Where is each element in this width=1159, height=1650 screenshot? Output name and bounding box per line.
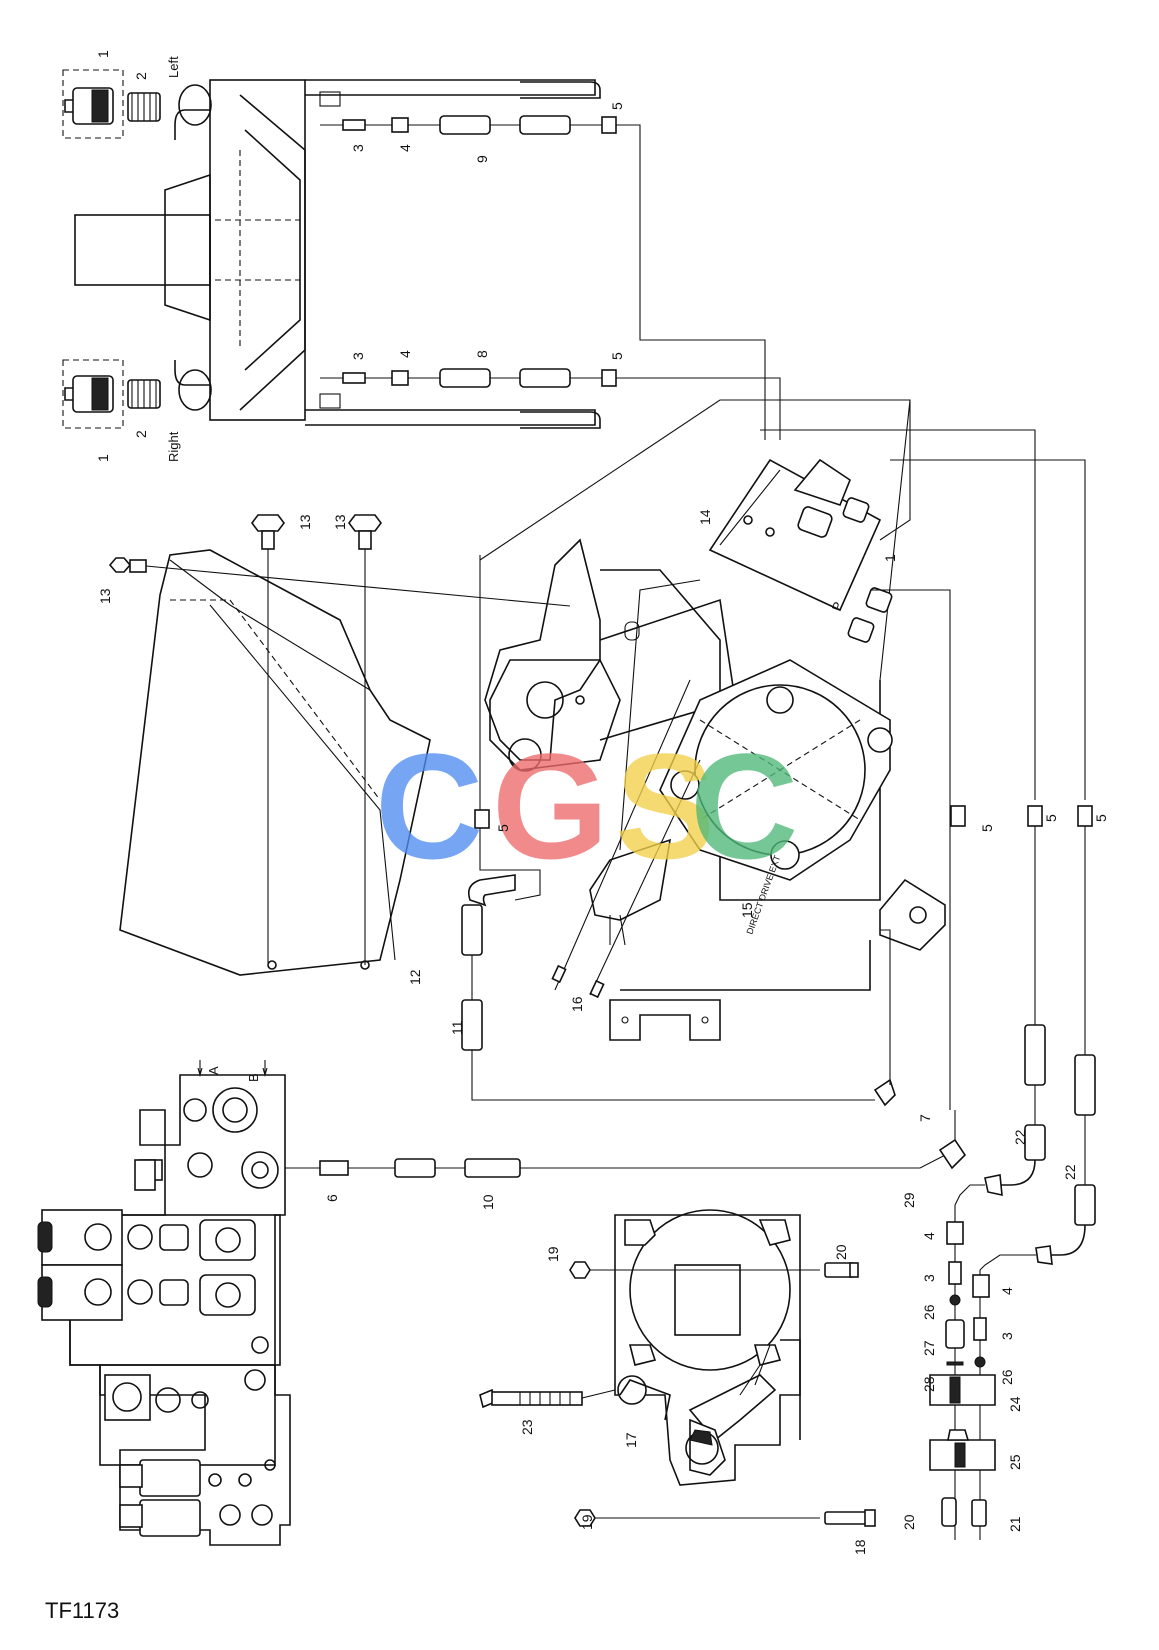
routing-line: [616, 377, 781, 440]
callout: 4: [921, 1232, 937, 1240]
callout: 22: [1062, 1164, 1078, 1180]
callout: 17: [623, 1432, 639, 1448]
valve-block-14: [708, 458, 893, 643]
callout: 1: [882, 554, 898, 562]
fitting-stack: [929, 1205, 996, 1540]
callout: 16: [569, 996, 585, 1012]
callout: 27: [921, 1340, 937, 1356]
callout: 14: [697, 509, 713, 525]
callout: 3: [350, 144, 366, 152]
control-valve-manifold: [37, 1074, 291, 1546]
callout: 29: [901, 1192, 917, 1208]
watermark-letter: C: [375, 722, 483, 890]
callout: 11: [449, 1020, 465, 1035]
clamp-block: [879, 878, 946, 951]
callout: 5: [1093, 814, 1109, 822]
callout: 19: [579, 1514, 595, 1530]
callout: 20: [901, 1514, 917, 1530]
callout: 12: [407, 969, 423, 985]
watermark-letter: G: [492, 722, 609, 890]
hose-10: [285, 1110, 967, 1178]
callout: 8: [474, 350, 490, 358]
port-b-label: B: [246, 1073, 261, 1082]
port-a-label: A: [206, 1066, 221, 1075]
callout: 21: [1007, 1516, 1023, 1532]
callout: 13: [97, 588, 113, 604]
callout: 25: [1007, 1454, 1023, 1470]
hose-22: [954, 826, 1096, 1271]
callout: 22: [1012, 1129, 1028, 1145]
callout: 24: [1007, 1396, 1023, 1412]
watermark-letter: S: [615, 722, 715, 890]
left-side-label: Left: [166, 56, 181, 78]
callout: 20: [833, 1244, 849, 1260]
callout: 4: [397, 144, 413, 152]
watermark: C G S C: [375, 722, 798, 890]
figure-code: TF1173: [45, 1598, 119, 1623]
callout: 3: [350, 352, 366, 360]
pin-18: [824, 1509, 876, 1527]
callout: 15: [739, 902, 755, 918]
callout: 5: [1043, 814, 1059, 822]
routing-line: [870, 589, 951, 1110]
bolt-23: [479, 1388, 616, 1409]
callout: 3: [921, 1274, 937, 1282]
callout: 5: [495, 824, 511, 832]
callout: 28: [921, 1376, 937, 1392]
callout: 3: [999, 1332, 1015, 1340]
callout: 2: [133, 430, 149, 438]
mounting-bracket: [479, 399, 911, 1041]
right-side-label: Right: [166, 431, 181, 462]
watermark-letter: C: [690, 722, 798, 890]
callout: 26: [999, 1369, 1015, 1385]
bolt-13: [108, 514, 571, 965]
port-arrows: [197, 1060, 268, 1078]
left-end-cap: [62, 69, 161, 139]
motor-plate-17: [614, 1209, 801, 1486]
callout: 1: [95, 454, 111, 462]
bolt-19: [569, 1261, 820, 1527]
upper-hose-run: [320, 115, 620, 135]
routing-line: [619, 579, 701, 851]
callout: 10: [480, 1194, 496, 1210]
shield-cover: [119, 549, 431, 976]
callout: 5: [979, 824, 995, 832]
callout: 5: [609, 102, 625, 110]
callout: 13: [332, 514, 348, 530]
callout: 18: [852, 1539, 868, 1555]
callout: 5: [609, 352, 625, 360]
callout: 19: [545, 1246, 561, 1262]
carrier-frame: [74, 79, 601, 429]
callout: 1: [95, 50, 111, 58]
callout: 13: [297, 514, 313, 530]
callout: 6: [324, 1194, 340, 1202]
callout: 2: [133, 72, 149, 80]
routing-line: [890, 459, 1086, 800]
callout: 26: [921, 1304, 937, 1320]
lower-hose-run: [320, 368, 620, 388]
callout-numbers: 1 1 2 2 3 3 4 4 5 5 9 8 13 13 13 14 1 5 …: [95, 50, 1109, 1555]
screws-16: [551, 679, 701, 999]
callout: 4: [999, 1287, 1015, 1295]
bolt-20: [824, 1262, 859, 1278]
callout: 4: [397, 350, 413, 358]
right-end-cap: [62, 359, 161, 429]
routing-line: [616, 124, 766, 440]
callout: 9: [474, 155, 490, 163]
hose-11: [461, 555, 896, 1107]
routing-line: [760, 429, 1036, 800]
fitting-5: [950, 805, 1093, 827]
callout: 23: [519, 1419, 535, 1435]
callout: 7: [917, 1114, 933, 1122]
